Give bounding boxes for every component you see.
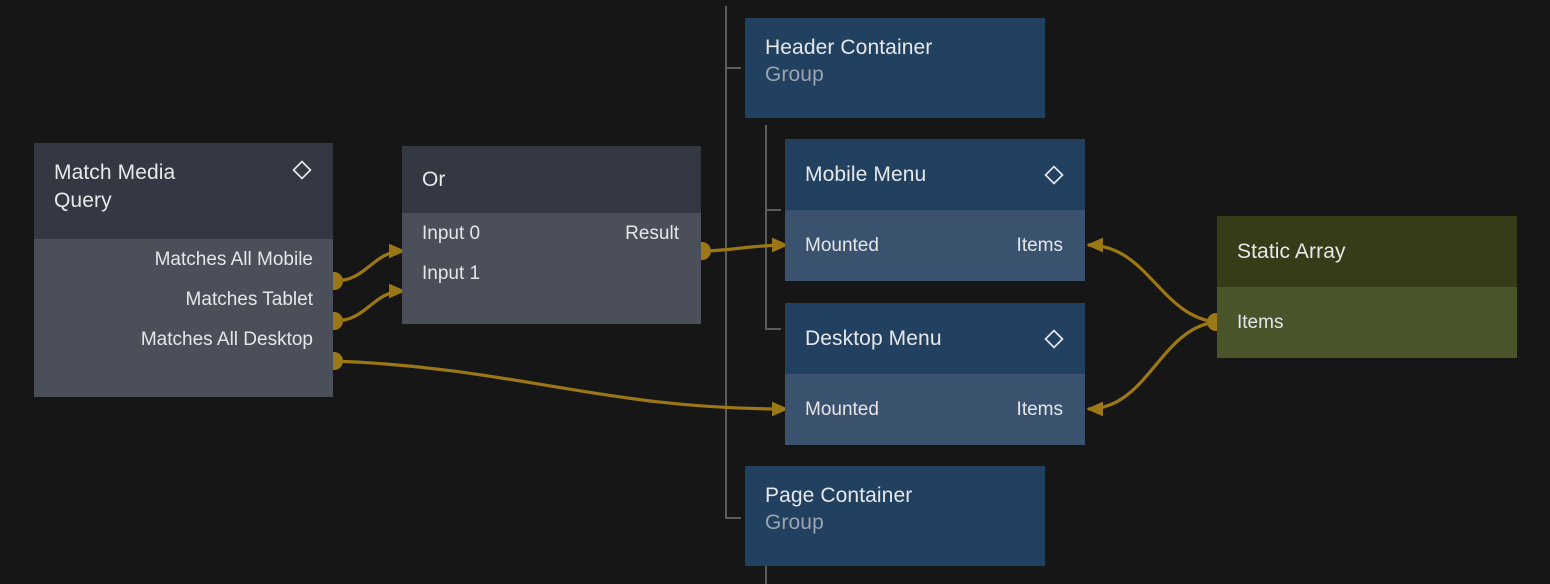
edge-result-to-mobile-mounted <box>701 237 789 253</box>
node-body: Mounted Items <box>785 210 1085 281</box>
diamond-icon <box>292 160 312 180</box>
port-label-output: Items <box>1237 312 1284 333</box>
port-row-matches-all-mobile[interactable]: Matches All Mobile <box>34 239 333 279</box>
node-desktop-menu[interactable]: Desktop Menu Mounted Items <box>785 303 1085 445</box>
diamond-icon <box>1044 328 1064 349</box>
node-page-container[interactable]: Page Container Group <box>745 466 1045 566</box>
node-header[interactable]: Static Array <box>1217 216 1517 287</box>
node-title: Static Array <box>1237 239 1346 263</box>
edge-static-items-to-mobile-items <box>1086 237 1217 324</box>
tree-trunk-line <box>725 6 727 519</box>
port-label-input: Mounted <box>805 235 879 256</box>
node-mobile-menu[interactable]: Mobile Menu Mounted Items <box>785 139 1085 281</box>
edge-desktop-to-desktop-mounted <box>333 359 789 417</box>
node-body: Matches All Mobile Matches Tablet Matche… <box>34 239 333 397</box>
node-header[interactable]: Or <box>402 146 701 213</box>
tree-branch-header-container <box>725 67 741 69</box>
node-header[interactable]: Mobile Menu <box>785 139 1085 210</box>
tree-branch-desktop-menu <box>765 328 781 330</box>
diamond-icon <box>1044 164 1064 185</box>
port-row-matches-all-desktop[interactable]: Matches All Desktop <box>34 319 333 359</box>
port-label-input: Input 1 <box>422 262 481 284</box>
node-static-array[interactable]: Static Array Items <box>1217 216 1517 358</box>
port-label-output: Matches Tablet <box>185 288 313 310</box>
tree-branch-page-container <box>725 517 741 519</box>
port-label-output: Items <box>1016 399 1063 420</box>
node-header-container[interactable]: Header Container Group <box>745 18 1045 118</box>
tree-trunk-line-lower <box>765 566 767 584</box>
port-row-input-1[interactable]: Input 1 <box>402 253 701 293</box>
port-row-mounted[interactable]: Mounted Items <box>785 374 1085 445</box>
node-body: Input 0 Result Input 1 <box>402 213 701 324</box>
node-body: Items <box>1217 287 1517 358</box>
edge-tablet-to-input1 <box>333 283 406 323</box>
node-header[interactable]: Match Media Query <box>34 143 333 239</box>
tree-subtrunk-line <box>765 125 767 330</box>
node-header[interactable]: Header Container Group <box>745 18 1045 118</box>
node-body: Mounted Items <box>785 374 1085 445</box>
port-row-items[interactable]: Items <box>1217 287 1517 358</box>
port-row-input-0[interactable]: Input 0 Result <box>402 213 701 253</box>
port-label-input: Mounted <box>805 399 879 420</box>
edge-mobile-to-input0 <box>333 243 406 283</box>
node-title: Match Media Query <box>54 161 176 212</box>
node-title: Or <box>422 167 446 191</box>
port-label-output: Matches All Mobile <box>154 248 313 270</box>
port-label-output: Matches All Desktop <box>140 328 313 350</box>
node-title: Header Container <box>765 36 933 59</box>
node-subtitle: Group <box>765 510 824 534</box>
port-label-output: Items <box>1016 235 1063 256</box>
node-title: Mobile Menu <box>805 162 927 186</box>
port-label-input: Input 0 <box>422 222 481 244</box>
port-label-output: Result <box>625 222 679 244</box>
node-title: Desktop Menu <box>805 326 942 350</box>
port-row-matches-tablet[interactable]: Matches Tablet <box>34 279 333 319</box>
node-header[interactable]: Desktop Menu <box>785 303 1085 374</box>
node-header[interactable]: Page Container Group <box>745 466 1045 566</box>
node-or[interactable]: Or Input 0 Result Input 1 <box>402 146 701 324</box>
node-title: Page Container <box>765 484 913 507</box>
tree-branch-mobile-menu <box>765 209 781 211</box>
node-match-media-query[interactable]: Match Media Query Matches All Mobile Mat… <box>34 143 333 397</box>
port-row-mounted[interactable]: Mounted Items <box>785 210 1085 281</box>
edge-static-items-to-desktop-items <box>1086 320 1217 417</box>
node-subtitle: Group <box>765 62 824 86</box>
